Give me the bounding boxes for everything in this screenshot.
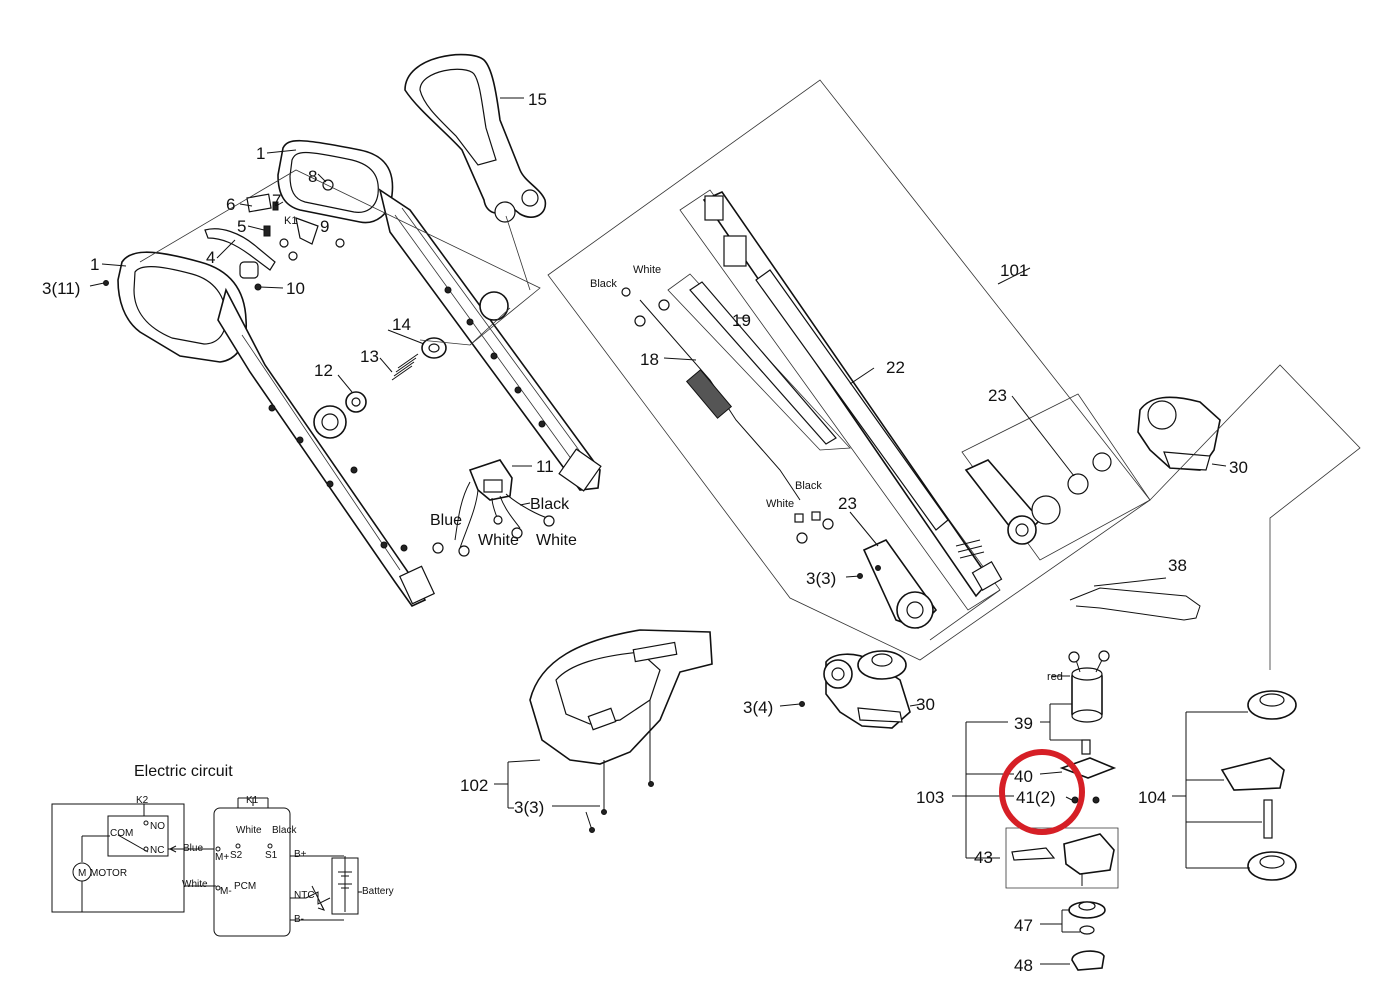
electric-circuit: Electric circuit <box>51 763 362 937</box>
circuit-b-plus: B+ <box>294 849 307 860</box>
label-104: 104 <box>1138 788 1166 807</box>
shaft-assembly-101 <box>547 79 1151 661</box>
label-12: 12 <box>314 361 333 380</box>
label-3-3b: 3(3) <box>514 798 544 817</box>
handle-assembly <box>89 139 602 608</box>
circuit-s1: S1 <box>265 850 278 861</box>
label-9: 9 <box>320 217 329 236</box>
label-23b: 23 <box>838 494 857 513</box>
wire-blue-switch: Blue <box>430 512 462 529</box>
motor-housing-30-upper <box>1137 364 1361 670</box>
wire-red-motor: red <box>1047 671 1063 683</box>
spool-104 <box>1172 690 1297 881</box>
circuit-motor: MOTOR <box>90 868 127 879</box>
circuit-title: Electric circuit <box>134 763 233 780</box>
label-1a: 1 <box>256 144 265 163</box>
label-102: 102 <box>460 776 488 795</box>
label-43: 43 <box>974 848 993 867</box>
circuit-s2: S2 <box>230 850 243 861</box>
label-13: 13 <box>360 347 379 366</box>
circuit-ntc: NTC <box>294 890 315 901</box>
switch-11-wires <box>432 459 555 557</box>
label-41: 41(2) <box>1016 788 1056 807</box>
label-39: 39 <box>1014 714 1033 733</box>
label-19: 19 <box>732 311 751 330</box>
wire-black-switch: Black <box>530 496 570 513</box>
circuit-motor-m: M <box>78 868 86 879</box>
label-3-11: 3(11) <box>42 279 80 298</box>
wire-white-tube-top: White <box>633 264 661 276</box>
circuit-no: NO <box>150 821 165 832</box>
part-labels: 1 1 3(11) 4 5 6 7 8 9 K1 10 11 12 13 14 … <box>42 90 1248 975</box>
label-4: 4 <box>206 248 215 267</box>
label-k1: K1 <box>284 215 297 227</box>
circuit-nc: NC <box>150 845 164 856</box>
label-38: 38 <box>1168 556 1187 575</box>
circuit-m-plus: M+ <box>215 852 229 863</box>
circuit-com: COM <box>110 828 133 839</box>
circuit-black-k1: Black <box>272 825 297 836</box>
wire-black-tube-bottom: Black <box>795 480 822 492</box>
wire-white-tube-bottom: White <box>766 498 794 510</box>
label-30b: 30 <box>916 695 935 714</box>
label-6: 6 <box>226 195 235 214</box>
label-11: 11 <box>536 457 554 476</box>
label-30a: 30 <box>1229 458 1248 477</box>
label-1b: 1 <box>90 255 99 274</box>
label-7: 7 <box>272 191 281 210</box>
wire-black-tube-top: Black <box>590 278 617 290</box>
circuit-white-motor: White <box>182 879 208 890</box>
label-48: 48 <box>1014 956 1033 975</box>
wire-labels: Black Blue White White Black White Black… <box>430 264 1063 683</box>
circuit-battery: Battery <box>362 886 394 897</box>
label-23a: 23 <box>988 386 1007 405</box>
circuit-b-minus: B- <box>294 914 304 925</box>
circuit-pcm: PCM <box>234 881 256 892</box>
circuit-white-k1: White <box>236 825 262 836</box>
label-15: 15 <box>528 90 547 109</box>
circuit-k2: K2 <box>136 795 149 806</box>
label-40: 40 <box>1014 767 1033 786</box>
label-3-4: 3(4) <box>743 698 773 717</box>
highlight-circle <box>999 749 1085 835</box>
wire-white-switch-b: White <box>536 532 577 549</box>
label-47: 47 <box>1014 916 1033 935</box>
label-101: 101 <box>1000 261 1028 280</box>
guard-102 <box>494 629 713 833</box>
label-14: 14 <box>392 315 411 334</box>
wire-white-switch-a: White <box>478 532 519 549</box>
label-18: 18 <box>640 350 659 369</box>
label-10: 10 <box>286 279 305 298</box>
motor-stack <box>952 650 1119 971</box>
motor-housing-30-lower <box>779 650 923 729</box>
label-8: 8 <box>308 167 317 186</box>
auxiliary-handle-15 <box>404 53 547 291</box>
label-103: 103 <box>916 788 944 807</box>
label-3-3a: 3(3) <box>806 569 836 588</box>
circuit-blue: Blue <box>183 843 203 854</box>
circuit-m-minus: M- <box>220 886 232 897</box>
label-22: 22 <box>886 358 905 377</box>
label-5: 5 <box>237 217 246 236</box>
circuit-labels: K2 K1 COM NO NC Blue White Black M+ S2 S… <box>78 795 394 925</box>
guard-wire-38 <box>1069 577 1201 621</box>
circuit-k1: K1 <box>246 795 259 806</box>
